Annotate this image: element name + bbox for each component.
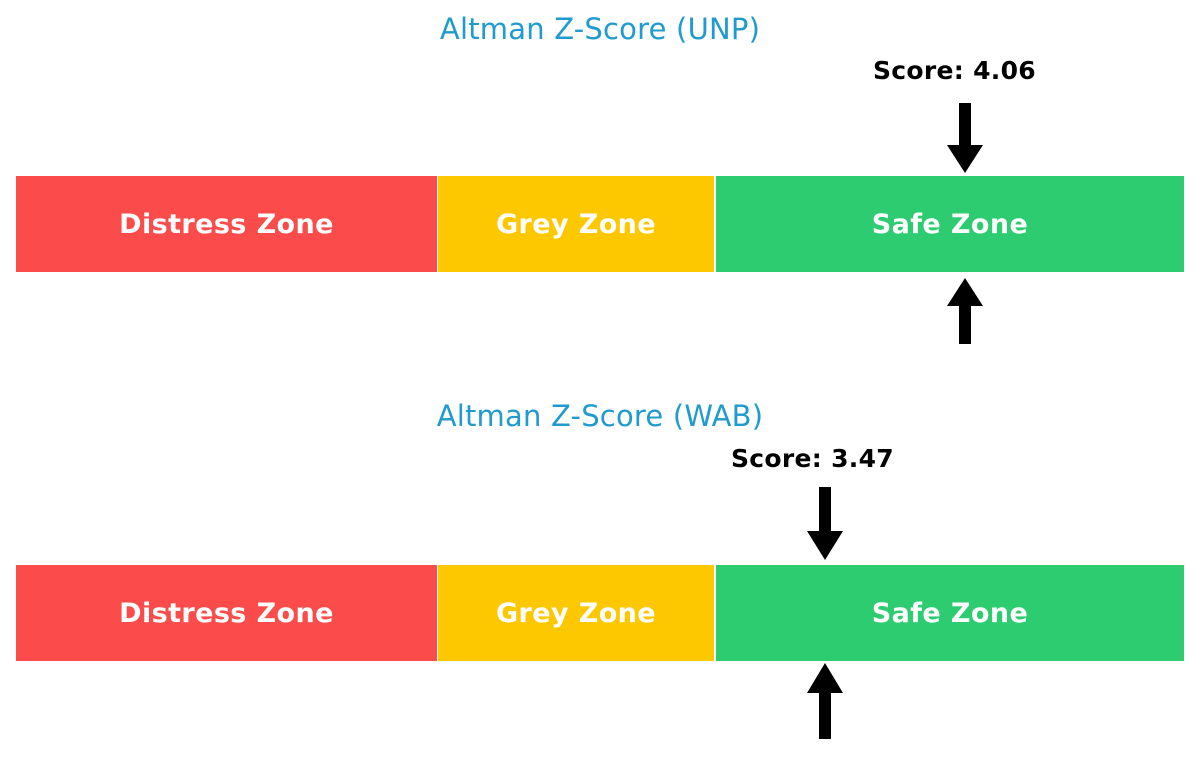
zone-label: Safe Zone <box>871 597 1029 629</box>
chart-title-unp: Altman Z-Score (UNP) <box>439 12 761 46</box>
score-label-unp: Score: 4.06 <box>873 56 1036 85</box>
zone-label: Distress Zone <box>119 208 334 240</box>
zone-label: Distress Zone <box>119 597 334 629</box>
zone-distress-wab: Distress Zone <box>16 565 437 661</box>
zone-grey-wab: Grey Zone <box>438 565 714 661</box>
score-label-wab: Score: 3.47 <box>731 444 894 473</box>
zone-bar-unp: Distress Zone Grey Zone Safe Zone <box>16 176 1184 272</box>
chart-title-wab: Altman Z-Score (WAB) <box>436 399 764 433</box>
zone-grey-unp: Grey Zone <box>438 176 714 272</box>
zone-label: Grey Zone <box>495 597 657 629</box>
zscore-panel-unp: Altman Z-Score (UNP) Score: 4.06 Distres… <box>16 12 1184 344</box>
zone-distress-unp: Distress Zone <box>16 176 437 272</box>
zone-safe-wab: Safe Zone <box>716 565 1184 661</box>
zone-label: Grey Zone <box>495 208 657 240</box>
arrow-down-icon <box>943 103 987 173</box>
zone-label: Safe Zone <box>871 208 1029 240</box>
zone-bar-wab: Distress Zone Grey Zone Safe Zone <box>16 565 1184 661</box>
zone-safe-unp: Safe Zone <box>716 176 1184 272</box>
zscore-panel-wab: Altman Z-Score (WAB) Score: 3.47 Distres… <box>0 387 1200 774</box>
arrow-up-icon <box>943 278 987 344</box>
arrow-up-icon <box>803 663 847 739</box>
arrow-down-icon <box>803 487 847 560</box>
